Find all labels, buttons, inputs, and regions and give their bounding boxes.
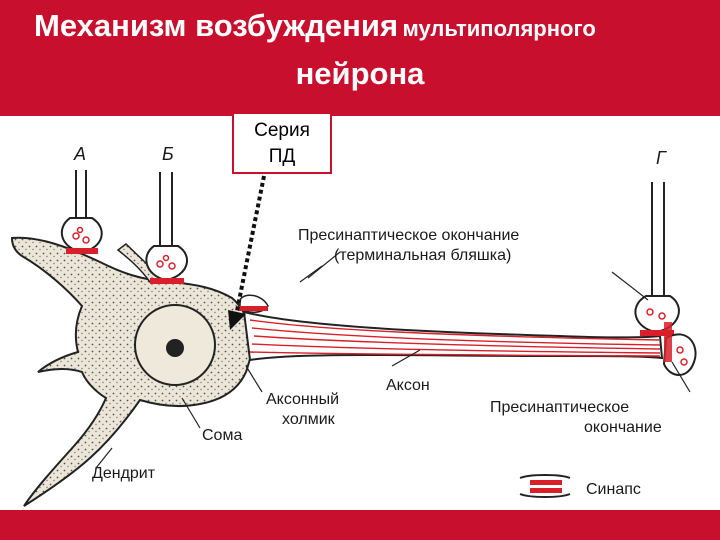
label-b: Б xyxy=(162,144,174,164)
nucleolus xyxy=(166,339,184,357)
axon-fibrils xyxy=(249,319,661,357)
axon-terminal-a xyxy=(60,170,103,254)
callout-arrowhead xyxy=(228,310,246,330)
label-presynaptic-ending-2: окончание xyxy=(584,419,662,436)
slide-title-line1: Механизм возбуждения мультиполярного xyxy=(34,8,596,44)
axon-terminal-g xyxy=(634,182,697,376)
synapse-legend-icon xyxy=(519,474,571,498)
label-a: А xyxy=(73,144,86,164)
callout-line2: ПД xyxy=(268,146,296,167)
neuron-soma-shape xyxy=(10,236,258,507)
label-soma: Сома xyxy=(202,427,242,444)
axon-terminal-soma xyxy=(238,294,269,313)
label-dendrite: Дендрит xyxy=(92,465,156,482)
title-part-main: Механизм возбуждения xyxy=(34,8,399,43)
label-presynaptic-ending-1: Пресинаптическое xyxy=(490,399,629,416)
footer-bar xyxy=(0,510,720,540)
axon-terminal-b xyxy=(145,172,189,284)
label-leaders xyxy=(95,251,691,469)
callout-line1: Серия xyxy=(254,120,310,141)
label-axon-hillock-2: холмик xyxy=(282,411,336,428)
label-presynaptic-terminal-1: Пресинаптическое окончание xyxy=(298,227,519,244)
label-axon: Аксон xyxy=(386,377,430,394)
title-part-secondary: мультиполярного xyxy=(402,16,596,41)
callout-ap-series: Серия ПД xyxy=(232,112,332,174)
label-synapse: Синапс xyxy=(586,481,641,498)
label-presynaptic-terminal-2: (терминальная бляшка) xyxy=(334,247,511,264)
title-banner xyxy=(0,0,720,116)
slide-title-line2: нейрона xyxy=(295,56,425,91)
label-axon-hillock-1: Аксонный xyxy=(266,391,339,408)
label-g: Г xyxy=(656,148,667,168)
callout-arrow xyxy=(234,175,266,317)
